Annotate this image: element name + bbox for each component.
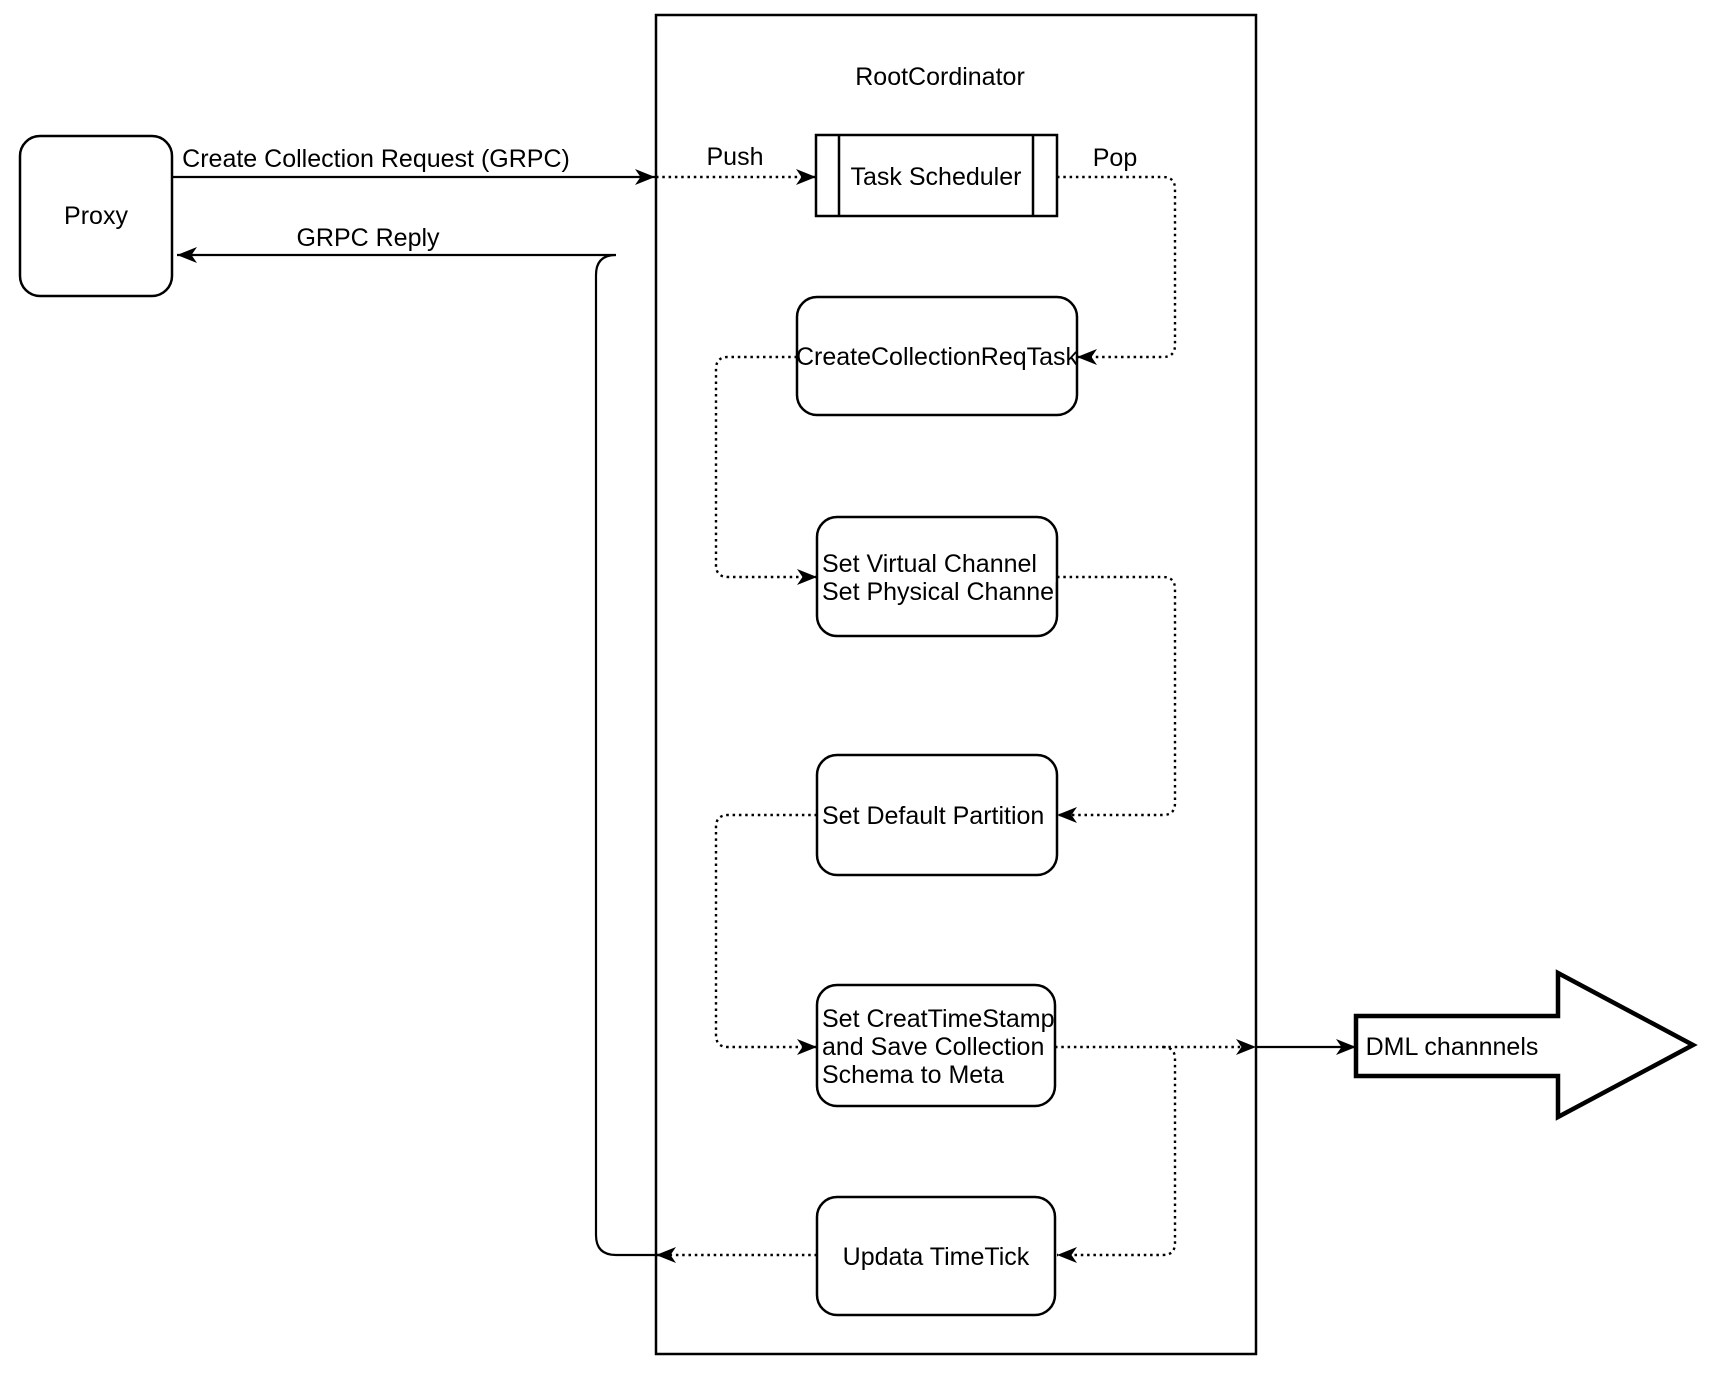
set-channels-line1: Set Virtual Channel (822, 550, 1037, 578)
set-creat-timestamp-line1: Set CreatTimeStamp (822, 1005, 1054, 1033)
task-scheduler-node: Task Scheduler (814, 133, 1059, 218)
create-collection-req-task-node: CreateCollectionReqTask (795, 295, 1079, 417)
label-grpc-reply: GRPC Reply (296, 224, 440, 252)
dml-channels-label: DML channnels (1366, 1033, 1539, 1061)
set-default-partition-node: Set Default Partition (815, 753, 1059, 877)
edge-timestamp-to-timetick (1057, 1045, 1177, 1263)
set-channels-line2: Set Physical Channel (822, 578, 1060, 606)
rootcoordinator-title: RootCordinator (855, 63, 1025, 91)
edge-partition-to-timestamp (714, 813, 817, 1055)
label-create-collection-request: Create Collection Request (GRPC) (182, 145, 570, 173)
set-default-partition-label: Set Default Partition (822, 802, 1044, 830)
rootcoordinator-container (654, 13, 1258, 1356)
edge-channels-to-partition (1057, 575, 1177, 823)
edge-pop (1057, 175, 1177, 365)
task-scheduler-label: Task Scheduler (851, 163, 1022, 191)
set-creat-timestamp-line2: and Save Collection (822, 1033, 1044, 1061)
create-collection-req-task-label: CreateCollectionReqTask (796, 343, 1079, 371)
edge-grpc-reply (177, 247, 656, 1257)
set-channels-node: Set Virtual Channel Set Physical Channel (815, 515, 1060, 638)
dml-arrow-shape (1353, 969, 1698, 1121)
updata-timetick-label: Updata TimeTick (843, 1243, 1030, 1271)
proxy-node (18, 134, 174, 298)
proxy-label: Proxy (64, 202, 128, 230)
label-pop: Pop (1093, 144, 1137, 172)
set-creat-timestamp-node: Set CreatTimeStamp and Save Collection S… (815, 983, 1057, 1108)
dml-channels-node: DML channnels (1353, 969, 1698, 1121)
label-push: Push (707, 143, 764, 171)
updata-timetick-node: Updata TimeTick (815, 1195, 1057, 1317)
set-creat-timestamp-line3: Schema to Meta (822, 1061, 1004, 1089)
